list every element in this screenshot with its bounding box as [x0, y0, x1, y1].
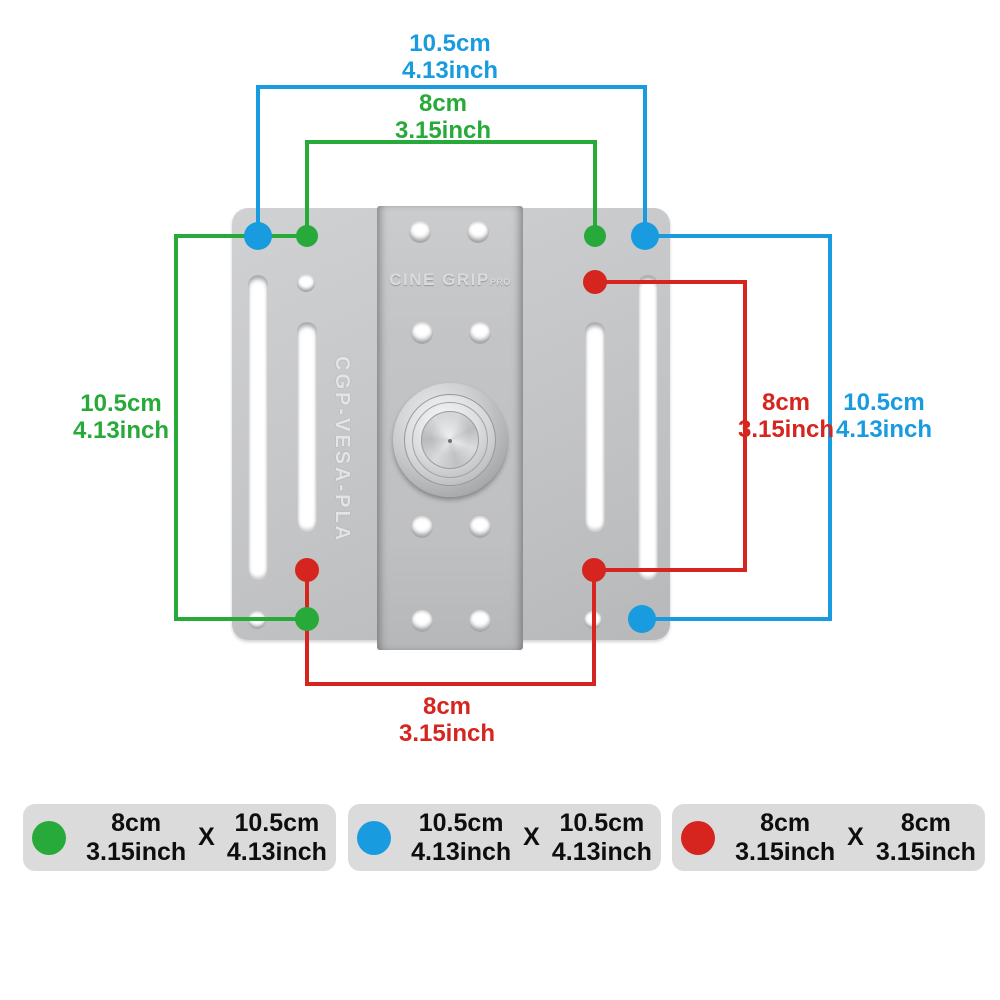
dim-inch: 3.15inch — [737, 416, 835, 443]
legend-x-separator: X — [523, 823, 540, 851]
dim-line-left-green — [174, 234, 178, 621]
model-number: CGP-VESA-PLA — [331, 356, 353, 544]
dim-line-left-green — [174, 617, 311, 621]
dim-inch: 4.13inch — [72, 417, 170, 444]
brand-name: CINE GRIP — [389, 270, 490, 289]
marker-dot-green-bottom-left — [295, 607, 319, 631]
marker-dot-blue-bottom-right — [628, 605, 656, 633]
legend-inch: 4.13inch — [411, 837, 512, 866]
blue-dot-icon — [357, 820, 392, 855]
legend-cm: 8cm — [111, 808, 162, 837]
center-knob-pivot — [448, 439, 452, 443]
legend-size-b: 10.5cm 4.13inch — [552, 809, 652, 867]
legend-size-b: 10.5cm 4.13inch — [227, 809, 327, 867]
dim-cm: 8cm — [422, 693, 472, 720]
rail-hole — [409, 221, 431, 243]
dim-label-top-green: 8cm 3.15inch — [358, 90, 528, 144]
rail-hole — [411, 610, 433, 632]
brand-logo: CINE GRIPPRO — [377, 270, 523, 290]
legend-size-b: 8cm 3.15inch — [876, 809, 976, 867]
dim-line-top-blue — [643, 85, 647, 238]
marker-dot-blue-top-right — [631, 222, 659, 250]
marker-dot-red-top-right — [583, 270, 607, 294]
dim-inch: 3.15inch — [394, 117, 492, 144]
legend-cm: 10.5cm — [559, 808, 645, 837]
legend-inch: 3.15inch — [86, 837, 187, 866]
dim-cm: 10.5cm — [843, 389, 925, 416]
dim-cm: 10.5cm — [80, 390, 162, 417]
dim-line-bottom-red — [592, 572, 596, 686]
legend-cm: 8cm — [760, 808, 811, 837]
legend-item-green: 8cm 3.15inch X 10.5cm 4.13inch — [23, 804, 336, 871]
rail-hole — [469, 322, 491, 344]
dim-inch: 4.13inch — [401, 57, 499, 84]
legend-cm: 10.5cm — [234, 808, 320, 837]
dim-line-top-blue — [256, 85, 647, 89]
dim-line-right-red — [596, 280, 747, 284]
dim-line-right-blue — [644, 617, 832, 621]
legend-inch: 4.13inch — [226, 837, 327, 866]
legend-size-a: 10.5cm 4.13inch — [411, 809, 511, 867]
legend-inch: 3.15inch — [735, 837, 836, 866]
legend-x-separator: X — [198, 823, 215, 851]
dim-label-right-blue: 10.5cm 4.13inch — [799, 389, 969, 443]
marker-dot-red-bottom-left — [295, 558, 319, 582]
slot-left-outer — [248, 275, 268, 580]
legend-x-separator: X — [847, 823, 864, 851]
red-dot-icon — [681, 820, 716, 855]
rail-hole — [469, 610, 491, 632]
legend-size-a: 8cm 3.15inch — [735, 809, 835, 867]
marker-dot-red-bottom-right — [582, 558, 606, 582]
dim-line-right-blue — [828, 234, 832, 621]
rail-hole — [467, 221, 489, 243]
slot-right-outer — [638, 275, 658, 580]
dim-line-top-green — [305, 140, 597, 144]
marker-dot-green-top-left — [296, 225, 318, 247]
dim-inch: 3.15inch — [398, 720, 496, 747]
dim-cm: 10.5cm — [409, 30, 491, 57]
dim-inch: 4.13inch — [835, 416, 933, 443]
dim-line-right-red — [743, 280, 747, 572]
dim-line-bottom-red — [305, 682, 596, 686]
dim-label-left-green: 10.5cm 4.13inch — [36, 390, 206, 444]
brand-suffix: PRO — [489, 277, 511, 287]
dim-line-right-blue — [647, 234, 832, 238]
dim-line-top-green — [593, 140, 597, 238]
dim-line-right-red — [596, 568, 747, 572]
marker-dot-blue-top-left — [244, 222, 272, 250]
rail-hole — [411, 516, 433, 538]
dim-label-top-blue: 10.5cm 4.13inch — [365, 30, 535, 84]
dim-cm: 8cm — [418, 90, 468, 117]
legend-size-a: 8cm 3.15inch — [86, 809, 186, 867]
legend-inch: 4.13inch — [551, 837, 652, 866]
legend-cm: 8cm — [900, 808, 951, 837]
mount-hole — [297, 274, 315, 292]
marker-dot-green-top-right — [584, 225, 606, 247]
legend-item-blue: 10.5cm 4.13inch X 10.5cm 4.13inch — [348, 804, 661, 871]
slot-left-inner — [297, 322, 317, 532]
rail-hole — [469, 516, 491, 538]
dim-label-bottom-red: 8cm 3.15inch — [362, 693, 532, 747]
dim-line-top-blue — [256, 85, 260, 238]
slot-right-inner — [585, 322, 605, 532]
rail-hole — [411, 322, 433, 344]
legend-inch: 3.15inch — [875, 837, 976, 866]
dim-line-left-green — [174, 234, 311, 238]
dim-label-right-red: 8cm 3.15inch — [701, 389, 871, 443]
legend-cm: 10.5cm — [418, 808, 504, 837]
dim-line-top-green — [305, 140, 309, 238]
green-dot-icon — [32, 820, 67, 855]
legend-item-red: 8cm 3.15inch X 8cm 3.15inch — [672, 804, 985, 871]
dim-cm: 8cm — [761, 389, 811, 416]
